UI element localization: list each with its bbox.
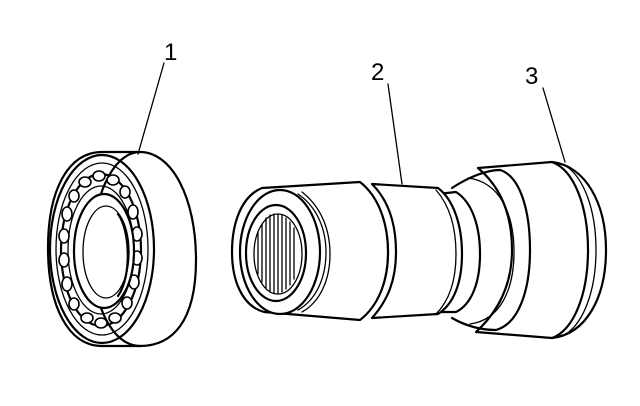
splined-sleeve	[230, 180, 482, 322]
callout-1: 1	[164, 39, 177, 66]
callout-leader-1	[137, 62, 165, 155]
flanged-housing	[450, 160, 608, 340]
roller-bearing	[46, 150, 198, 348]
internal-splines	[257, 213, 295, 294]
callout-2: 2	[371, 59, 384, 86]
callout-leader-2	[387, 83, 403, 185]
callout-3: 3	[525, 63, 538, 90]
callout-leader-3	[542, 87, 566, 163]
